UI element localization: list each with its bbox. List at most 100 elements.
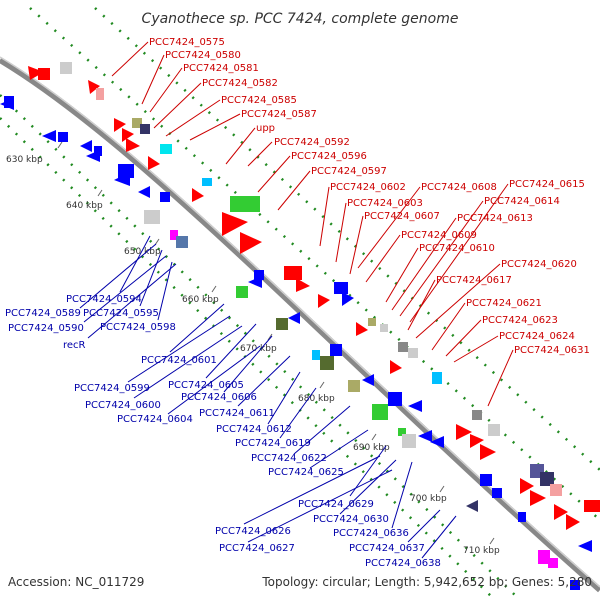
- gene-box: [584, 500, 600, 512]
- gene-box: [330, 344, 342, 356]
- gene-box: [4, 96, 14, 108]
- gene-label: PCC7424_0617: [436, 275, 512, 286]
- gene-label: PCC7424_0607: [364, 211, 440, 222]
- gene-label: PCC7424_0598: [100, 322, 176, 333]
- gene-box: [380, 324, 388, 332]
- gene-box: [276, 318, 288, 330]
- gene-label: PCC7424_0599: [74, 383, 150, 394]
- tick-label: 640 kbp: [66, 201, 103, 211]
- gene-box: [368, 318, 376, 326]
- gene-arrow: [470, 434, 484, 448]
- gene-label: PCC7424_0627: [219, 543, 295, 554]
- gene-label: PCC7424_0620: [501, 259, 577, 270]
- gene-label: PCC7424_0604: [117, 414, 193, 425]
- gene-label: PCC7424_0585: [221, 95, 297, 106]
- accession-text: Accession: NC_011729: [8, 575, 144, 589]
- gene-box: [388, 392, 402, 406]
- gene-label: PCC7424_0597: [311, 166, 387, 177]
- gene-box: [570, 580, 580, 590]
- gene-arrow: [28, 66, 44, 80]
- gene-label: PCC7424_0605: [168, 380, 244, 391]
- gene-arrow: [342, 292, 354, 306]
- gene-arrow: [138, 186, 150, 198]
- tick-marks: [57, 141, 495, 545]
- gene-box: [408, 348, 418, 358]
- gene-label: PCC7424_0625: [268, 467, 344, 478]
- gene-label: PCC7424_0587: [241, 109, 317, 120]
- gene-arrow: [356, 322, 368, 336]
- gene-arrow: [114, 118, 126, 132]
- gene-box: [348, 380, 360, 392]
- gene-arrow: [88, 80, 100, 94]
- gene-box: [402, 434, 416, 448]
- tick-label: 630 kbp: [6, 155, 43, 165]
- gene-box: [548, 558, 558, 568]
- gene-box: [236, 286, 248, 298]
- gene-arrow: [318, 294, 330, 308]
- gene-box: [132, 118, 142, 128]
- gene-label: PCC7424_0613: [457, 213, 533, 224]
- gene-box: [550, 484, 562, 496]
- gene-label: PCC7424_0580: [165, 50, 241, 61]
- gene-arrow: [362, 374, 374, 386]
- gene-arrow: [456, 424, 472, 440]
- gene-arrow: [126, 138, 140, 152]
- gene-arrow: [296, 278, 310, 292]
- minus-callout-lines: [79, 235, 457, 559]
- tick-label: 670 kbp: [240, 344, 277, 354]
- topology-text: Topology: circular; Length: 5,942,652 bp…: [261, 575, 592, 589]
- gene-label: PCC7424_0594: [66, 294, 142, 305]
- gene-arrow: [466, 500, 478, 512]
- gene-box: [488, 424, 500, 436]
- gene-label: PCC7424_0626: [215, 526, 291, 537]
- gene-label: PCC7424_0638: [365, 558, 441, 569]
- gene-box: [398, 342, 408, 352]
- gene-box: [538, 550, 550, 564]
- gene-label: PCC7424_0590: [8, 323, 84, 334]
- gene-arrow: [408, 400, 422, 412]
- gene-label: PCC7424_0624: [499, 331, 575, 342]
- gene-label: PCC7424_0637: [349, 543, 425, 554]
- gene-label: PCC7424_0608: [421, 182, 497, 193]
- gene-box: [140, 124, 150, 134]
- gene-label: PCC7424_0629: [298, 499, 374, 510]
- gene-box: [144, 210, 160, 224]
- gene-label: PCC7424_0592: [274, 137, 350, 148]
- gene-box: [472, 410, 482, 420]
- tick-label: 700 kbp: [410, 494, 447, 504]
- gene-box: [58, 132, 68, 142]
- minus-strand-genes: [0, 96, 592, 590]
- gene-arrow: [578, 540, 592, 552]
- gene-arrow: [520, 478, 534, 494]
- gene-box: [518, 512, 526, 522]
- gene-label: PCC7424_0636: [333, 528, 409, 539]
- gene-box: [38, 68, 50, 80]
- gene-arrow: [240, 232, 262, 254]
- map-title: Cyanothece sp. PCC 7424, complete genome: [142, 11, 459, 27]
- gene-label: PCC7424_0631: [514, 345, 590, 356]
- gene-arrow: [390, 360, 402, 374]
- gene-label: PCC7424_0610: [419, 243, 495, 254]
- gene-box: [254, 270, 264, 280]
- gene-box: [492, 488, 502, 498]
- gene-label: PCC7424_0603: [347, 198, 423, 209]
- gene-label: PCC7424_0601: [141, 355, 217, 366]
- gene-label: PCC7424_0619: [235, 438, 311, 449]
- gene-box: [230, 196, 260, 212]
- gene-label: PCC7424_0575: [149, 37, 225, 48]
- gene-arrow: [530, 490, 546, 506]
- gene-label: PCC7424_0612: [216, 424, 292, 435]
- minus-strand-labels: PCC7424_0594 PCC7424_0589 PCC7424_0595 P…: [5, 294, 441, 569]
- gene-box: [312, 350, 320, 360]
- gene-arrow: [80, 140, 92, 152]
- gene-label: PCC7424_0611: [199, 408, 275, 419]
- gene-box: [432, 372, 442, 384]
- gene-label: PCC7424_0602: [330, 182, 406, 193]
- gene-box: [160, 192, 170, 202]
- gene-box: [160, 144, 172, 154]
- tick-labels: 630 kbp 640 kbp 650 kbp 660 kbp 670 kbp …: [6, 155, 500, 556]
- gene-label: PCC7424_0595: [83, 308, 159, 319]
- gene-arrow: [148, 156, 160, 170]
- gene-box: [284, 266, 302, 280]
- tick-label: 680 kbp: [298, 394, 335, 404]
